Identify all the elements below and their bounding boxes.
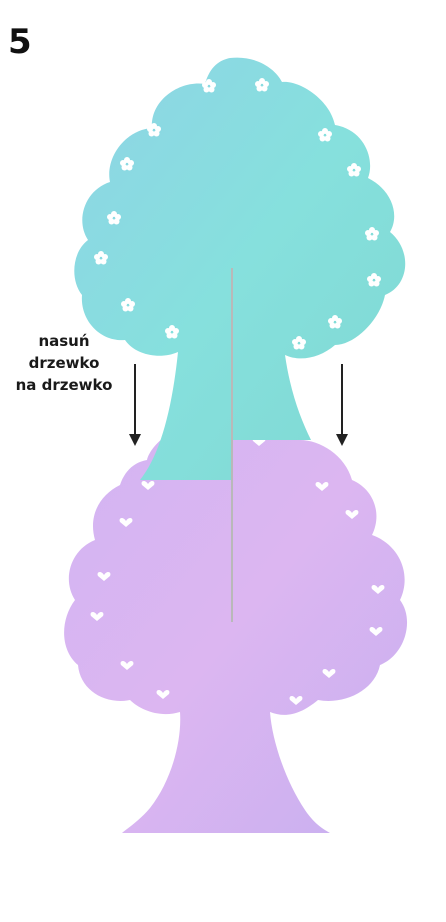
top-tree <box>74 58 405 480</box>
bottom-tree <box>64 413 407 833</box>
arrow-down-icon <box>129 364 141 446</box>
arrow-down-icon <box>336 364 348 446</box>
